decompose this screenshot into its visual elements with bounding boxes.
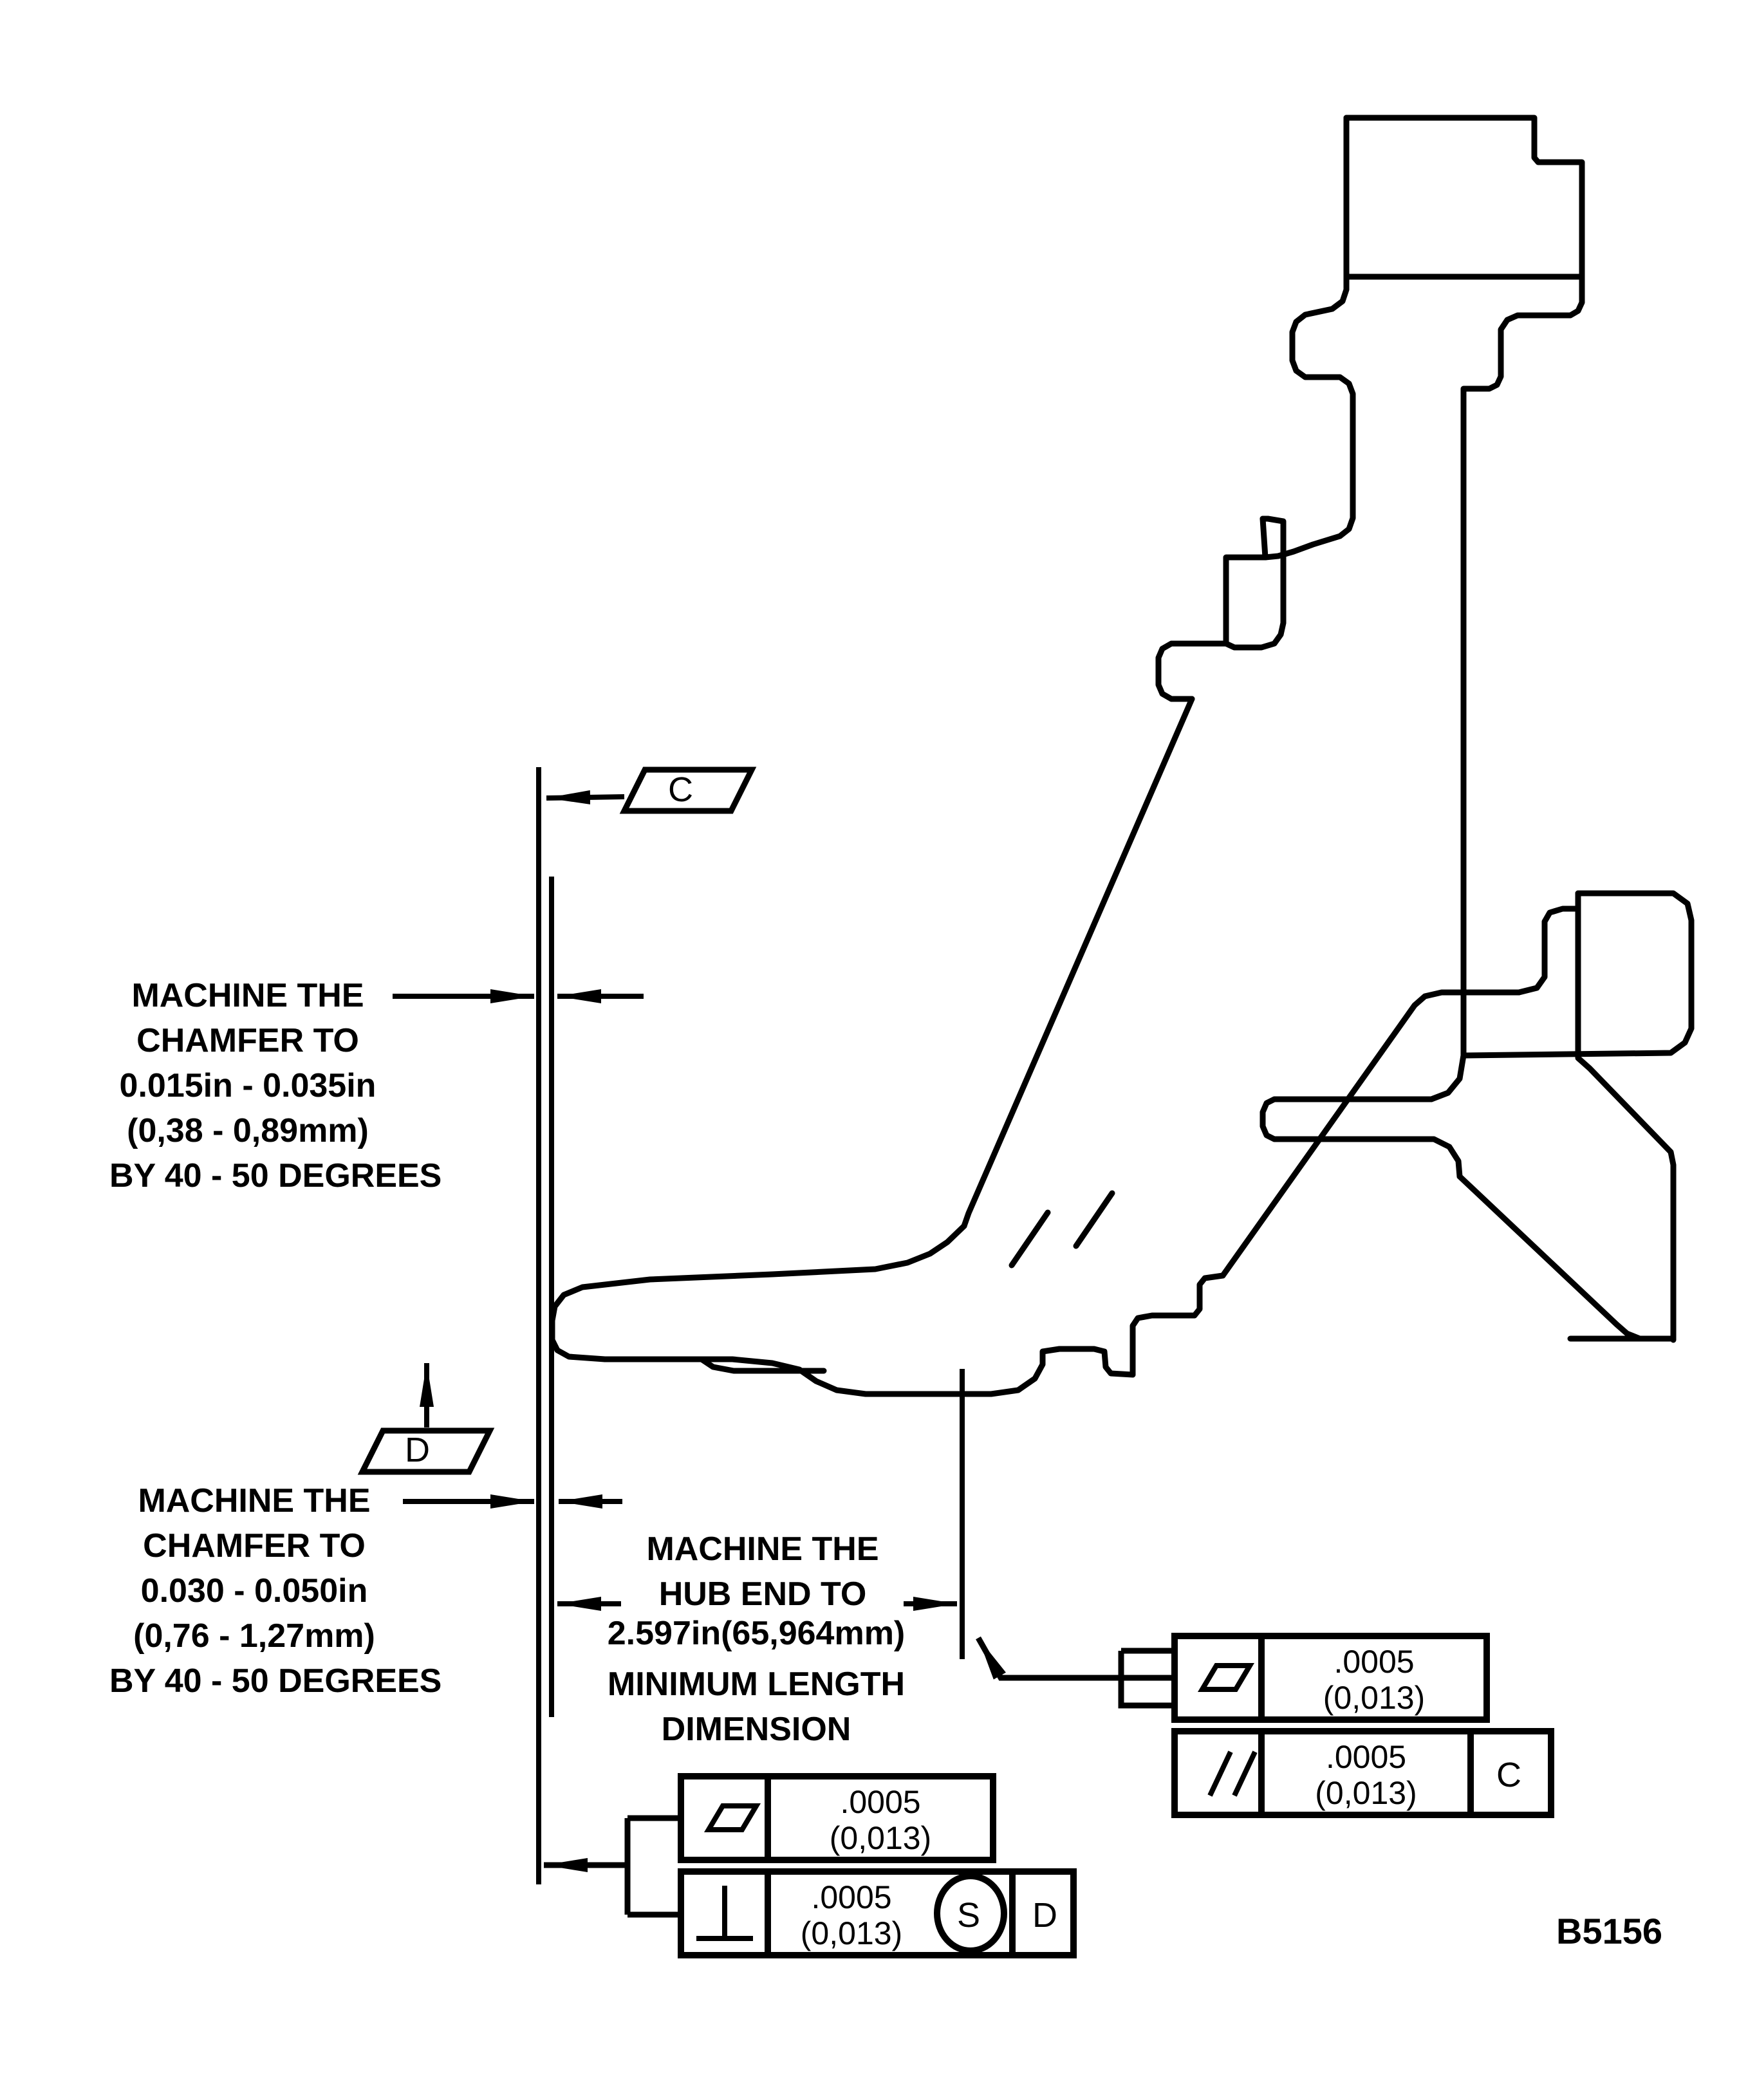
fcf-right-flatness-box xyxy=(1171,1633,1490,1723)
fcf-right-parallelism-value: .0005 (0,013) xyxy=(1261,1739,1471,1811)
flatness-symbol-right xyxy=(1197,1663,1255,1692)
fcf-right-flatness-value: .0005 (0,013) xyxy=(1261,1644,1487,1716)
fcf-right-flatness-value-in: .0005 xyxy=(1334,1644,1415,1680)
fcf-bottom-perp-modifier: S xyxy=(957,1896,981,1935)
gdt-symbols xyxy=(696,1663,1258,1941)
fcf-bottom-perp-value: .0005 (0,013) xyxy=(768,1879,935,1951)
note-upper-chamfer-line-2: CHAMFER TO xyxy=(136,1022,359,1059)
fcf-boxes xyxy=(678,1633,1554,1958)
note-upper-chamfer-line-4: (0,38 - 0,89mm) xyxy=(127,1112,369,1149)
note-lower-chamfer-line-4: (0,76 - 1,27mm) xyxy=(133,1617,375,1655)
modifier-s-circle xyxy=(934,1873,1007,1954)
note-upper-chamfer-line-1: MACHINE THE xyxy=(131,977,364,1014)
fcf-bottom-flatness-box xyxy=(678,1773,996,1863)
part-outline xyxy=(549,115,1695,1397)
note-hub-end-line-5: DIMENSION xyxy=(661,1711,851,1748)
fcf-bottom-flatness-value-mm: (0,013) xyxy=(829,1820,932,1856)
fcf-bottom-perp-value-mm: (0,013) xyxy=(800,1915,903,1951)
note-lower-chamfer-line-3: 0.030 - 0.050in xyxy=(140,1572,368,1610)
note-hub-end-line-4: MINIMUM LENGTH xyxy=(607,1666,906,1703)
dimension-arrows xyxy=(393,790,957,1611)
datum-d-flag xyxy=(357,1427,495,1475)
leader-datum-c xyxy=(546,790,625,804)
fcf-bottom-perp-value-in: .0005 xyxy=(811,1879,892,1915)
flatness-symbol-bottom xyxy=(703,1803,761,1832)
leader-right-fcf xyxy=(976,1636,1131,1681)
note-hub-end-line-1: MACHINE THE xyxy=(646,1530,879,1568)
note-upper-chamfer-line-5: BY 40 - 50 DEGREES xyxy=(109,1157,442,1194)
parallelism-symbol-slash-1 xyxy=(1207,1751,1233,1797)
note-hub-end-tail: MINIMUM LENGTH DIMENSION xyxy=(599,1662,914,1752)
fcf-right-parallelism-value-in: .0005 xyxy=(1325,1739,1407,1775)
note-hub-end-line-2: HUB END TO xyxy=(658,1575,867,1613)
fcf-right-flatness-value-mm: (0,013) xyxy=(1323,1680,1426,1716)
fcf-right-parallelism-datum: C xyxy=(1496,1756,1521,1794)
figure-id: B5156 xyxy=(1556,1911,1663,1951)
fcf-bottom-flatness-value: .0005 (0,013) xyxy=(768,1784,993,1856)
datum-d-letter: D xyxy=(405,1431,430,1469)
note-lower-chamfer-line-1: MACHINE THE xyxy=(138,1482,371,1519)
fcf-bottom-flatness-value-in: .0005 xyxy=(840,1784,921,1820)
parallelism-symbol-slash-2 xyxy=(1232,1751,1258,1797)
note-hub-end: MACHINE THE HUB END TO xyxy=(615,1527,911,1617)
datum-c-letter: C xyxy=(668,770,693,809)
note-lower-chamfer-line-2: CHAMFER TO xyxy=(143,1527,366,1565)
fcf-bottom-perp-datum: D xyxy=(1032,1896,1057,1935)
note-hub-end-dimension: 2.597in(65,964mm) xyxy=(607,1615,906,1652)
note-upper-chamfer-line-3: 0.015in - 0.035in xyxy=(119,1067,376,1104)
datum-flags xyxy=(357,767,757,1475)
note-upper-chamfer: MACHINE THE CHAMFER TO 0.015in - 0.035in… xyxy=(109,973,442,1198)
datum-c-flag xyxy=(619,767,757,814)
note-lower-chamfer: MACHINE THE CHAMFER TO 0.030 - 0.050in (… xyxy=(109,1478,442,1704)
bracket-right-fcf xyxy=(1118,1651,1175,1709)
fcf-right-parallelism-box xyxy=(1171,1728,1554,1818)
fcf-bottom-perp-box xyxy=(678,1868,1077,1958)
fcf-leaders xyxy=(544,1636,1175,1918)
fcf-right-parallelism-value-mm: (0,013) xyxy=(1315,1775,1417,1811)
note-lower-chamfer-line-5: BY 40 - 50 DEGREES xyxy=(109,1662,442,1700)
extension-lines xyxy=(536,767,965,1884)
